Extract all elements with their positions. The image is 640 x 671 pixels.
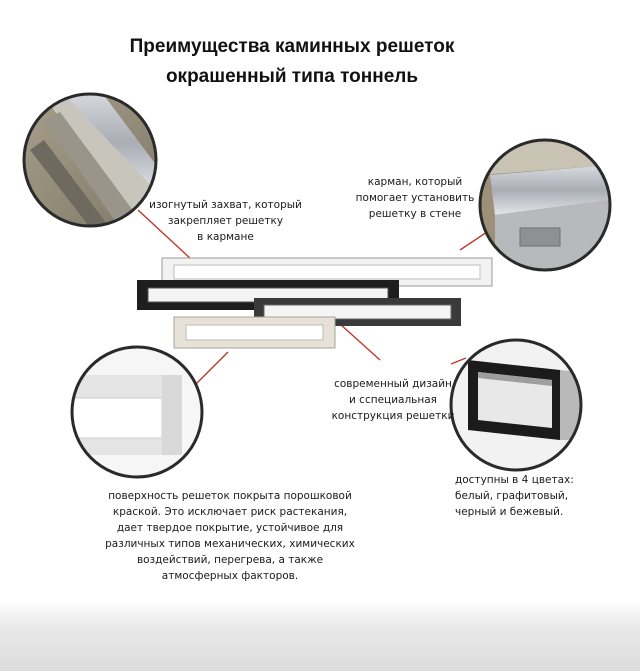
callout-hook-line-3: в кармане <box>197 231 254 243</box>
callout-surface-line-5: воздействий, перегрева, а также <box>136 554 324 566</box>
callout-surface-line-2: краской. Это исключает риск растекания, <box>112 506 348 518</box>
leader-surface <box>195 351 229 385</box>
callout-pocket-line-1: карман, который <box>367 176 463 188</box>
callout-pocket: карман, который помогает установить реше… <box>350 174 480 222</box>
grille-beige <box>173 316 336 349</box>
detail-circle-design <box>449 338 583 472</box>
callout-hook-line-1: изогнутый захват, который <box>149 199 302 211</box>
title-line-1: Преимущества каминных решеток <box>129 36 455 57</box>
callout-colors-line-3: черный и бежевый. <box>455 506 564 518</box>
callout-hook-line-2: закрепляет решетку <box>167 215 284 227</box>
grille-graphite <box>254 298 461 326</box>
leader-design <box>339 323 381 361</box>
callout-surface-line-4: различных типов механических, химических <box>105 538 355 550</box>
title-line-2: окрашенный типа тоннель <box>165 66 419 87</box>
callout-pocket-line-2: помогает установить <box>355 192 475 204</box>
callout-design: современный дизайн и сспециальная констр… <box>318 376 468 424</box>
leader-design-2 <box>450 357 467 365</box>
detail-circle-pocket <box>478 138 612 272</box>
callout-colors-line-2: белый, графитовый, <box>455 490 569 502</box>
detail-circle-surface <box>70 345 204 479</box>
callout-design-line-1: современный дизайн <box>334 378 452 390</box>
callout-surface: поверхность решеток покрыта порошковой к… <box>90 488 370 584</box>
callout-surface-line-3: дает твердое покрытие, устойчивое для <box>116 522 344 534</box>
callout-colors-line-1: доступны в 4 цветах: <box>455 474 574 486</box>
leader-lines <box>137 209 491 385</box>
callout-surface-line-6: атмосферных факторов. <box>161 570 299 582</box>
callout-pocket-line-3: решетку в стене <box>368 208 462 220</box>
callout-hook: изогнутый захват, который закрепляет реш… <box>148 197 303 245</box>
detail-circle-hook <box>22 92 158 228</box>
callout-design-line-2: и сспециальная <box>349 394 437 406</box>
callout-surface-line-1: поверхность решеток покрыта порошковой <box>108 490 352 502</box>
callout-colors: доступны в 4 цветах: белый, графитовый, … <box>455 472 595 520</box>
callout-design-line-3: конструкция решетки <box>331 410 455 422</box>
bottom-shadow <box>0 600 640 671</box>
